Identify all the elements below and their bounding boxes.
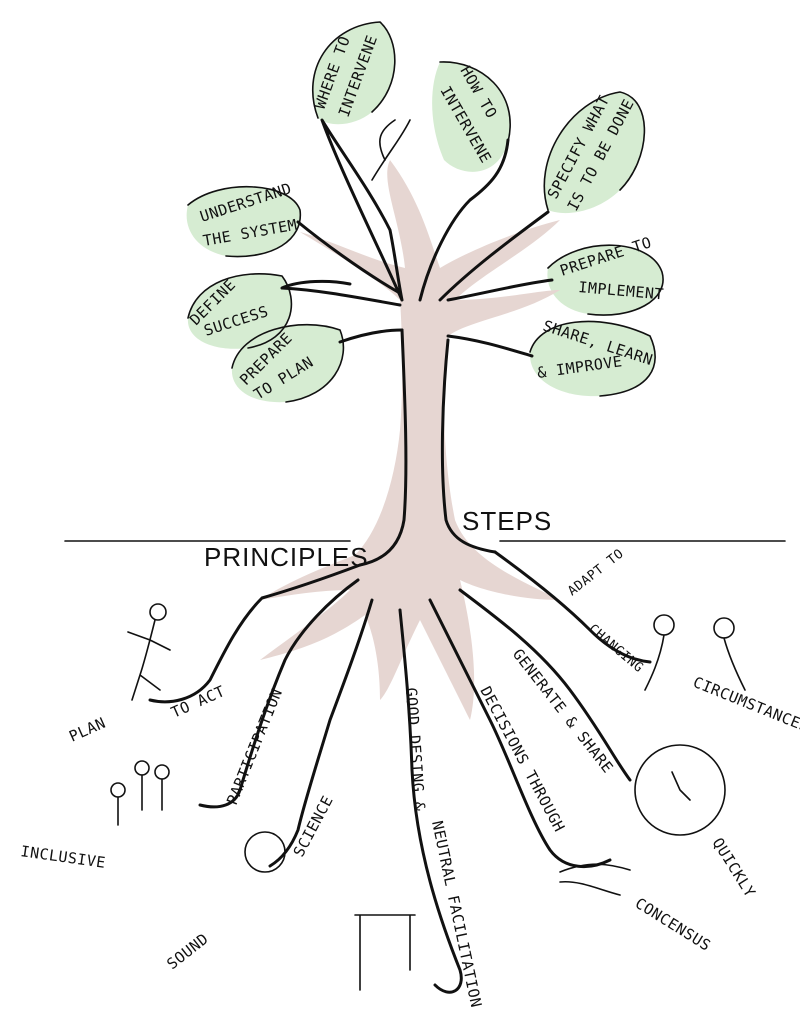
principle-neutral-facilitation: NEUTRAL FACILITATION <box>428 819 485 1009</box>
branch-specify <box>438 210 550 302</box>
root-science <box>268 598 374 868</box>
trunk-right-edge <box>440 338 497 554</box>
clock-icon <box>634 744 726 836</box>
leaf-prepare-impl <box>547 245 664 316</box>
branches <box>187 21 664 567</box>
leaf-outline-understand <box>187 186 302 258</box>
leaf-understand <box>186 186 301 257</box>
leaf-outline-prepare-plan <box>231 323 345 403</box>
principle-plan: PLAN <box>66 714 108 746</box>
root-participation <box>198 578 360 809</box>
principle-inclusive: INCLUSIVE <box>19 842 106 872</box>
principles-title: PRINCIPLES <box>204 542 369 572</box>
leaf-outline-prepare-impl <box>547 244 664 316</box>
branch-define <box>280 279 402 307</box>
principle-circumstances: CIRCUMSTANCES <box>691 673 800 736</box>
easel-icon <box>354 914 416 991</box>
root-adapt <box>493 550 652 664</box>
roots <box>148 550 726 994</box>
leaf-how <box>432 61 511 172</box>
principle-science: SCIENCE <box>290 793 337 860</box>
person-adapt-icon <box>644 614 746 691</box>
trunk-left-edge <box>358 328 408 567</box>
person-running-icon <box>127 603 171 701</box>
people-figures <box>110 603 746 826</box>
principle-participation: PARTICIPATION <box>223 686 286 808</box>
principle-concensus: CONCENSUS <box>632 894 714 955</box>
branch-where <box>320 118 404 302</box>
principle-sound: SOUND <box>163 930 212 974</box>
steps-title: STEPS <box>462 506 552 536</box>
principle-adapt-to: ADAPT TO <box>565 546 627 599</box>
leaf-outline-how <box>439 61 511 143</box>
root-design <box>398 608 463 994</box>
trunk-fill <box>260 160 560 720</box>
leaf-outline-define <box>187 273 293 349</box>
leaves <box>186 22 664 403</box>
root-plan <box>148 563 362 704</box>
branch-prepare-plan <box>338 328 404 344</box>
branch-understand <box>296 220 400 294</box>
root-decisions <box>428 598 612 869</box>
leaf-define <box>187 273 292 349</box>
person-group-icon <box>110 760 170 826</box>
microscope-icon <box>244 831 286 873</box>
leaf-outline-share <box>529 320 656 397</box>
branch-how <box>418 138 510 302</box>
principle-changing: CHANGING <box>585 622 646 676</box>
principle-good-design: GOOD DESING & <box>402 687 429 812</box>
leaf-outline-where <box>312 21 396 119</box>
leaf-where <box>312 22 395 125</box>
root-generate <box>458 588 632 782</box>
leaf-share <box>529 321 656 397</box>
branch-where-twig <box>371 119 411 181</box>
leaf-outline-specify <box>543 91 646 211</box>
principle-to-act: TO ACT <box>168 682 228 722</box>
branch-prepare-impl <box>446 278 554 302</box>
branch-share <box>446 334 534 358</box>
principle-quickly: QUICKLY <box>709 835 760 901</box>
clock-hands <box>671 771 691 801</box>
leaf-prepare-plan <box>231 324 344 403</box>
handshake-icon <box>559 863 631 896</box>
